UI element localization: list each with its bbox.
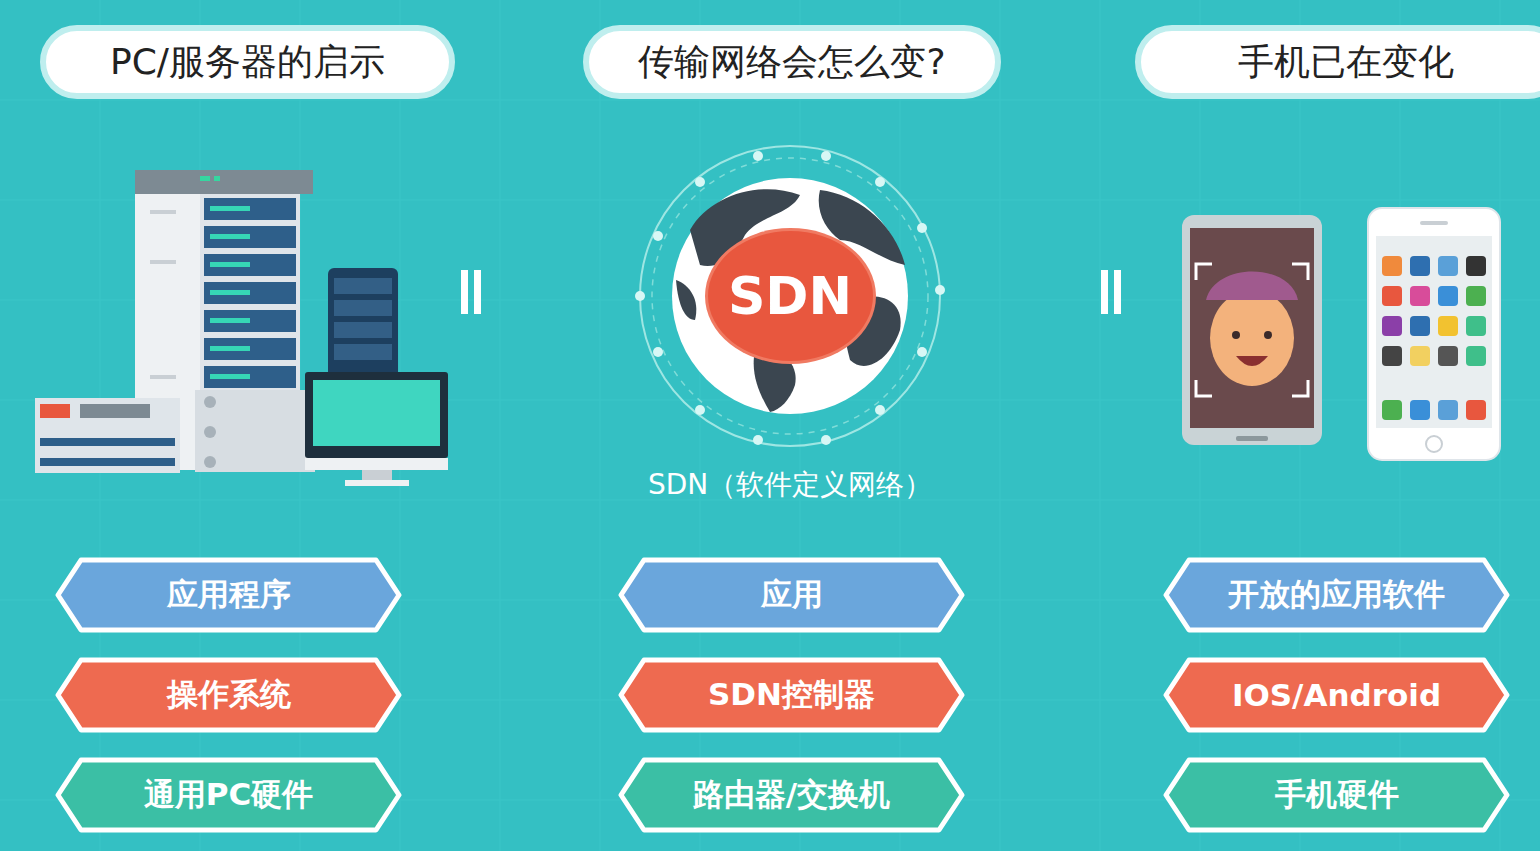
node-text: 路由器/交换机: [693, 774, 890, 816]
layer-box: 开放的应用软件: [1163, 557, 1510, 633]
layer-box: 应用程序: [55, 557, 402, 633]
layer-box: 应用: [618, 557, 965, 633]
layer-box: IOS/Android: [1163, 657, 1510, 733]
hexagon-outline: [621, 660, 962, 730]
node-text: 开放的应用软件: [1228, 574, 1445, 616]
node-text: PC/服务器的启示: [110, 38, 385, 87]
phone-illustration: [1182, 208, 1500, 460]
node-text: 应用程序: [167, 574, 291, 616]
node-text: 手机硬件: [1275, 774, 1399, 816]
node-text: 应用: [761, 574, 823, 616]
node-text: 操作系统: [167, 674, 291, 716]
layer-box: SDN控制器: [618, 657, 965, 733]
layer-box: 操作系统: [55, 657, 402, 733]
node-text: IOS/Android: [1232, 677, 1441, 713]
sdn-circle: SDN: [708, 231, 873, 361]
layer-box: 路由器/交换机: [618, 757, 965, 833]
hexagon-outline: [58, 760, 399, 830]
hexagon-outline: [621, 760, 962, 830]
hexagon-outline: [1166, 660, 1507, 730]
node-text: 通用PC硬件: [144, 774, 313, 816]
layer-box: 手机硬件: [1163, 757, 1510, 833]
hexagon-outline: [1166, 760, 1507, 830]
layer-box: 通用PC硬件: [55, 757, 402, 833]
hexagon-outline: [58, 660, 399, 730]
heading-pill: 手机已在变化: [1135, 25, 1540, 99]
node-text: 手机已在变化: [1238, 38, 1454, 87]
hexagon-outline: [1166, 560, 1507, 630]
node-text: SDN: [728, 266, 852, 326]
heading-pill: 传输网络会怎么变?: [583, 25, 1001, 99]
caption-label: SDN（软件定义网络）: [648, 466, 932, 504]
node-text: SDN控制器: [708, 674, 875, 716]
server-illustration: [35, 170, 448, 486]
hexagon-outline: [621, 560, 962, 630]
hexagon-outline: [58, 560, 399, 630]
node-text: 传输网络会怎么变?: [638, 38, 945, 87]
globe-illustration: [635, 146, 945, 446]
heading-pill: PC/服务器的启示: [40, 25, 455, 99]
